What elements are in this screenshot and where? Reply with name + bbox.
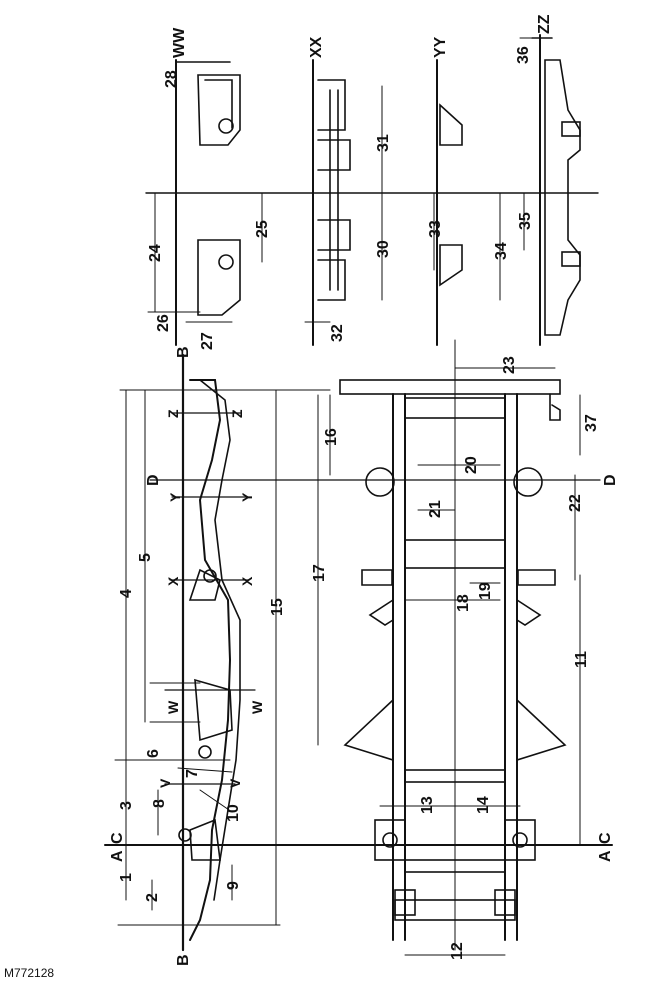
side-elevation-view bbox=[178, 353, 241, 952]
section-arrow-v-right: V bbox=[227, 778, 243, 788]
dim-34: 34 bbox=[493, 242, 510, 260]
dim-4: 4 bbox=[118, 589, 135, 598]
datum-label-a-left: A bbox=[109, 850, 126, 862]
dim-7: 7 bbox=[184, 769, 201, 778]
dim-3: 3 bbox=[118, 801, 135, 810]
dim-15: 15 bbox=[269, 598, 286, 616]
dim-17: 17 bbox=[311, 564, 328, 582]
dim-27: 27 bbox=[199, 332, 216, 350]
dim-13: 13 bbox=[419, 796, 436, 814]
section-arrow-v-left: V bbox=[157, 778, 173, 788]
dim-5: 5 bbox=[137, 553, 154, 562]
dim-36: 36 bbox=[515, 46, 532, 64]
plan-view-frame bbox=[339, 339, 567, 951]
datum-label-c-left: C bbox=[109, 832, 126, 844]
dim-20: 20 bbox=[463, 456, 480, 474]
dim-25: 25 bbox=[254, 220, 271, 238]
dim-2: 2 bbox=[144, 893, 161, 902]
dim-37: 37 bbox=[583, 414, 600, 432]
dim-21: 21 bbox=[427, 500, 444, 518]
section-label-ww: WW bbox=[171, 27, 188, 58]
section-arrow-x-right: X bbox=[239, 576, 255, 586]
dim-19: 19 bbox=[477, 582, 494, 600]
dim-18: 18 bbox=[455, 594, 472, 612]
dim-22: 22 bbox=[567, 494, 584, 512]
dim-23: 23 bbox=[501, 356, 518, 374]
dim-16: 16 bbox=[323, 428, 340, 446]
dim-10: 10 bbox=[225, 804, 242, 822]
dim-8: 8 bbox=[151, 799, 168, 808]
datum-label-b-top: B bbox=[175, 346, 192, 358]
section-arrow-w-right: W bbox=[249, 700, 265, 714]
datum-label-c-right: C bbox=[597, 832, 614, 844]
section-label-yy: YY bbox=[432, 36, 449, 58]
dim-6: 6 bbox=[145, 749, 162, 758]
dim-35: 35 bbox=[517, 212, 534, 230]
datum-label-b-bottom: B bbox=[175, 954, 192, 966]
dim-14: 14 bbox=[475, 796, 492, 814]
dim-31: 31 bbox=[375, 134, 392, 152]
dim-12: 12 bbox=[449, 942, 466, 960]
section-arrow-z-right: Z bbox=[229, 409, 245, 418]
dim-11: 11 bbox=[573, 651, 590, 668]
datum-label-a-right: A bbox=[597, 850, 614, 862]
dim-32: 32 bbox=[329, 324, 346, 342]
datum-label-d-left: D bbox=[145, 474, 162, 486]
dim-33: 33 bbox=[427, 220, 444, 238]
section-view-zz bbox=[531, 34, 581, 346]
section-view-ww bbox=[175, 59, 241, 346]
dim-28: 28 bbox=[163, 70, 180, 88]
dim-1: 1 bbox=[118, 873, 135, 882]
section-arrow-x-left: X bbox=[165, 576, 181, 586]
dim-9: 9 bbox=[225, 881, 242, 890]
datum-label-d-right: D bbox=[602, 474, 619, 486]
section-arrow-w-left: W bbox=[165, 700, 181, 714]
section-label-zz: ZZ bbox=[536, 14, 553, 34]
section-arrow-y-left: Y bbox=[167, 492, 183, 502]
section-arrow-y-right: Y bbox=[239, 492, 255, 502]
dim-26: 26 bbox=[155, 314, 172, 332]
dim-24: 24 bbox=[147, 244, 164, 262]
figure-reference: M772128 bbox=[4, 966, 55, 980]
section-arrow-z-left: Z bbox=[165, 409, 181, 418]
dim-30: 30 bbox=[375, 240, 392, 258]
section-label-xx: XX bbox=[308, 36, 325, 58]
section-view-xx bbox=[312, 59, 351, 346]
section-view-yy bbox=[436, 59, 463, 346]
